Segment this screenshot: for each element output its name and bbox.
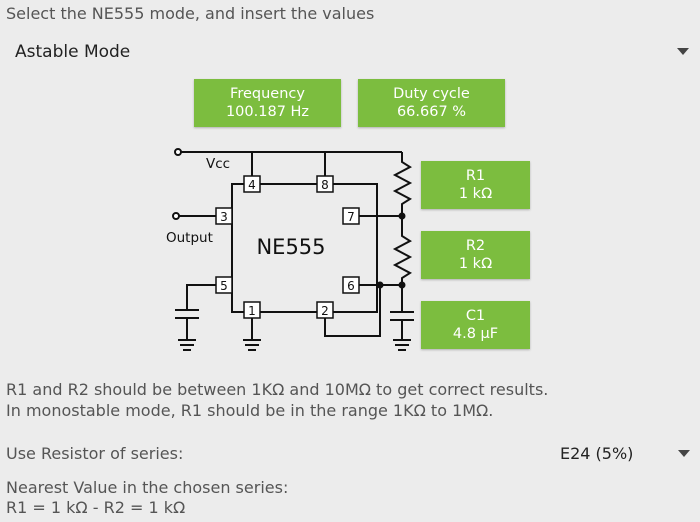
series-row: Use Resistor of series: E24 (5%) bbox=[0, 440, 700, 468]
frequency-value: 100.187 Hz bbox=[225, 104, 310, 120]
pin-7-label: 7 bbox=[347, 210, 355, 224]
frequency-label: Frequency bbox=[230, 86, 305, 102]
range-note-1: R1 and R2 should be between 1KΩ and 10MΩ… bbox=[6, 380, 549, 399]
frequency-result: Frequency 100.187 Hz bbox=[194, 79, 341, 127]
pin-2-label: 2 bbox=[321, 304, 329, 318]
r1-label: R1 bbox=[465, 168, 486, 184]
chevron-down-icon bbox=[677, 48, 689, 55]
mode-dropdown-value: Astable Mode bbox=[15, 42, 131, 62]
r2-label: R2 bbox=[465, 238, 486, 254]
r1-value: 1 kΩ bbox=[458, 186, 493, 202]
chevron-down-icon bbox=[678, 450, 690, 457]
mode-prompt: Select the NE555 mode, and insert the va… bbox=[6, 4, 375, 23]
pin-3-label: 3 bbox=[220, 210, 228, 224]
series-dropdown[interactable]: E24 (5%) bbox=[548, 440, 700, 468]
vcc-label: Vcc bbox=[206, 156, 230, 172]
c1-button[interactable]: C1 4.8 µF bbox=[421, 301, 530, 349]
r2-button[interactable]: R2 1 kΩ bbox=[421, 231, 530, 279]
duty-cycle-result: Duty cycle 66.667 % bbox=[358, 79, 505, 127]
pin-6-label: 6 bbox=[347, 279, 355, 293]
duty-cycle-label: Duty cycle bbox=[393, 86, 470, 102]
pin-8-label: 8 bbox=[321, 178, 329, 192]
series-dropdown-value: E24 (5%) bbox=[560, 444, 634, 463]
chip-name-label: NE555 bbox=[256, 235, 325, 259]
pin-4-label: 4 bbox=[248, 178, 256, 192]
nearest-label: Nearest Value in the chosen series: bbox=[6, 478, 289, 497]
range-note-2: In monostable mode, R1 should be in the … bbox=[6, 401, 494, 420]
c1-label: C1 bbox=[465, 308, 486, 324]
mode-dropdown[interactable]: Astable Mode bbox=[0, 36, 700, 68]
nearest-value: R1 = 1 kΩ - R2 = 1 kΩ bbox=[6, 498, 186, 517]
c1-value: 4.8 µF bbox=[452, 326, 499, 342]
output-label: Output bbox=[166, 230, 213, 246]
series-label: Use Resistor of series: bbox=[6, 444, 184, 463]
r1-button[interactable]: R1 1 kΩ bbox=[421, 161, 530, 209]
duty-cycle-value: 66.667 % bbox=[396, 104, 467, 120]
r2-value: 1 kΩ bbox=[458, 256, 493, 272]
chip-body bbox=[231, 183, 378, 313]
pin-1-label: 1 bbox=[248, 304, 256, 318]
pin-5-label: 5 bbox=[220, 279, 228, 293]
